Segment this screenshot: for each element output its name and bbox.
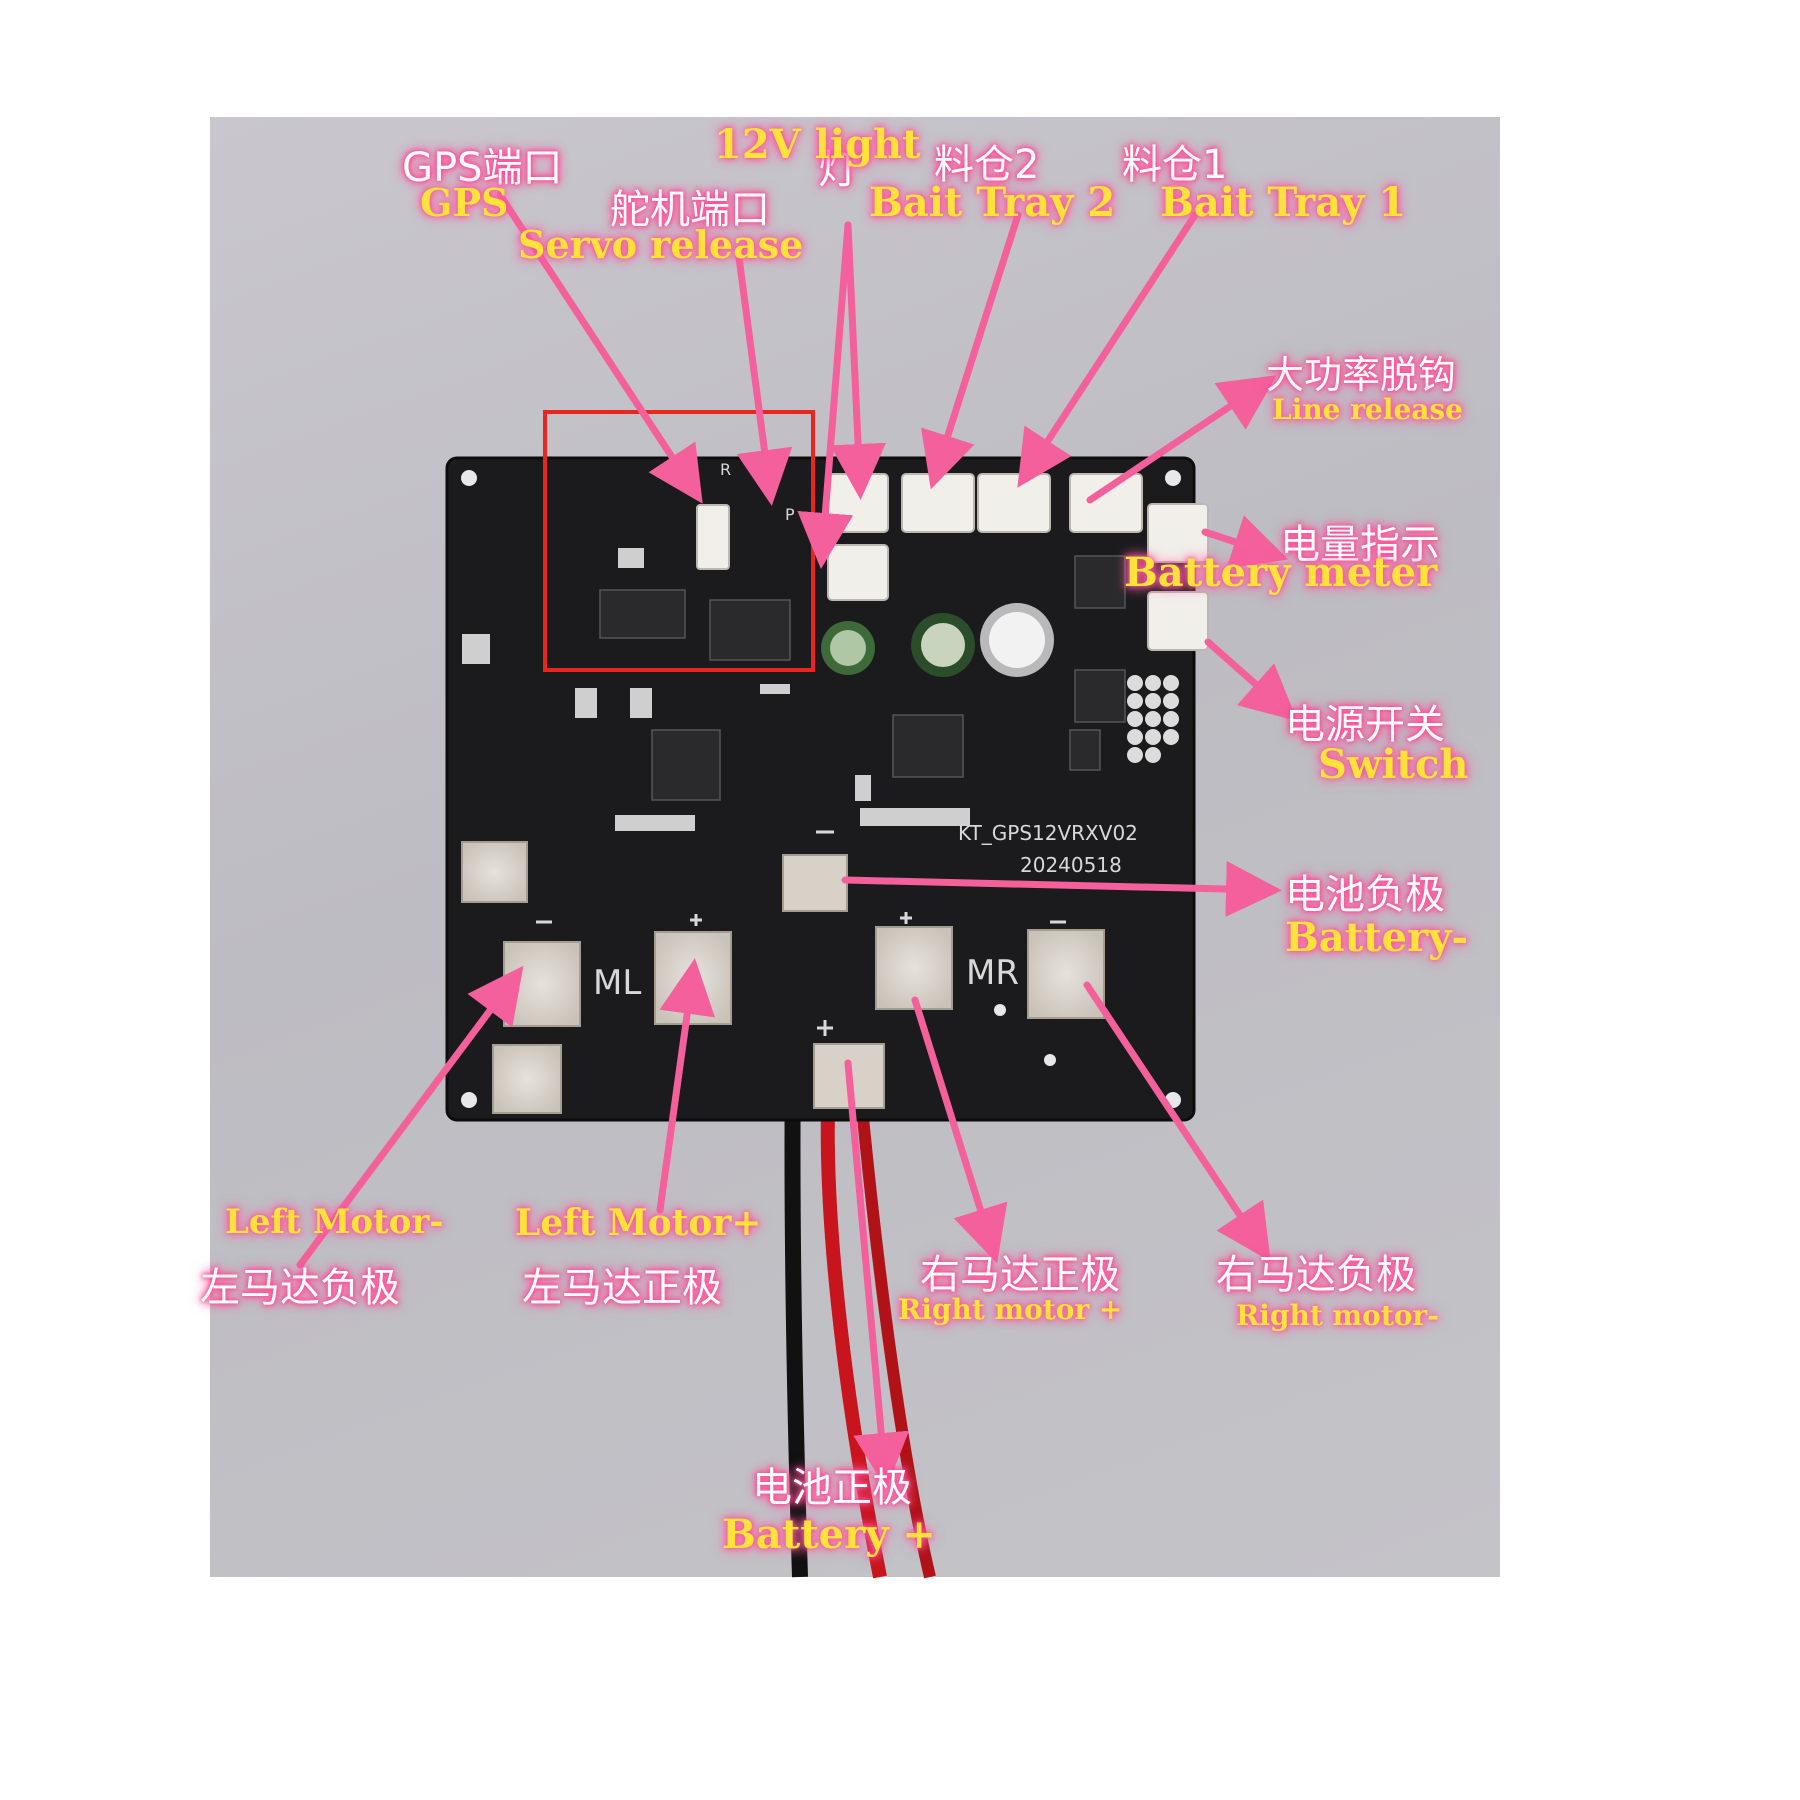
switch-pads bbox=[1127, 675, 1179, 763]
label-bait1-cn: 料仓1 bbox=[1122, 142, 1228, 188]
red-wire bbox=[820, 1064, 887, 1579]
label-gps-en: GPS bbox=[420, 180, 509, 225]
smd-parts bbox=[462, 548, 970, 831]
label-bait1-en: Bait Tray 1 bbox=[1160, 179, 1407, 226]
arrow-battery-neg bbox=[841, 861, 1282, 917]
arrow-left-motor-pos bbox=[656, 958, 715, 1214]
label-switch-cn: 电源开关 bbox=[1285, 702, 1445, 748]
label-right-motor-neg-en: Right motor- bbox=[1236, 1299, 1439, 1332]
label-battery-neg-cn: 电池负极 bbox=[1285, 872, 1445, 918]
arrow-battery-meter bbox=[1201, 515, 1289, 569]
label-bait2-cn: 料仓2 bbox=[934, 142, 1040, 188]
label-right-motor-pos-en: Right motor + bbox=[898, 1293, 1123, 1326]
header-mark: R bbox=[720, 460, 731, 479]
arrow-line-release bbox=[1086, 375, 1277, 504]
label-left-motor-neg-en: Left Motor- bbox=[225, 1202, 444, 1242]
arrow-battery-pos bbox=[844, 1059, 910, 1489]
label-line-release-cn: 大功率脱钩 bbox=[1266, 353, 1457, 397]
mounting-holes bbox=[461, 470, 1181, 1108]
label-light-cn: 灯 bbox=[818, 147, 858, 193]
arrow-bait2 bbox=[921, 211, 1022, 490]
label-servo-en: Servo release bbox=[518, 222, 804, 267]
label-gps-cn: GPS端口 bbox=[402, 145, 563, 191]
label-left-motor-pos-en: Left Motor+ bbox=[515, 1202, 762, 1244]
polarity-marks bbox=[536, 830, 1066, 1036]
arrow-light-1 bbox=[830, 221, 887, 500]
red-wire-2 bbox=[852, 1064, 936, 1579]
capacitors bbox=[821, 603, 1054, 677]
pad-label-mr: MR bbox=[966, 953, 1019, 993]
arrow-left-motor-neg bbox=[296, 965, 524, 1269]
label-left-motor-neg-cn: 左马达负极 bbox=[200, 1265, 400, 1311]
label-battery-meter-en: Battery meter bbox=[1124, 549, 1438, 596]
label-battery-neg-en: Battery- bbox=[1285, 914, 1469, 961]
label-battery-pos-en: Battery + bbox=[722, 1511, 936, 1558]
label-line-release-en: Line release bbox=[1272, 393, 1463, 426]
arrow-right-motor-neg bbox=[1083, 981, 1271, 1262]
arrow-bait1 bbox=[1017, 211, 1199, 488]
pad-label-ml: ML bbox=[593, 963, 641, 1003]
arrow-right-motor-pos bbox=[911, 996, 1008, 1264]
battery-negative-pad bbox=[782, 854, 848, 912]
label-switch-en: Switch bbox=[1318, 741, 1469, 788]
label-left-motor-pos-cn: 左马达正极 bbox=[522, 1265, 722, 1311]
label-light-en: 12V light bbox=[714, 121, 921, 168]
arrow-switch bbox=[1204, 638, 1298, 722]
ic-chips bbox=[599, 555, 1126, 801]
board-model: KT_GPS12VRXV02 bbox=[958, 821, 1138, 845]
arrow-gps bbox=[496, 191, 703, 504]
arrow-light-2 bbox=[797, 221, 854, 569]
label-servo-cn: 舵机端口 bbox=[610, 187, 770, 233]
board-date: 20240518 bbox=[1020, 853, 1122, 877]
arrow-servo bbox=[734, 246, 793, 506]
label-battery-meter-cn: 电量指示 bbox=[1280, 522, 1440, 568]
label-right-motor-neg-cn: 右马达负极 bbox=[1216, 1252, 1416, 1298]
label-battery-pos-cn: 电池正极 bbox=[752, 1465, 912, 1511]
port-mark: P bbox=[785, 505, 795, 524]
label-right-motor-pos-cn: 右马达正极 bbox=[920, 1252, 1120, 1298]
label-bait2-en: Bait Tray 2 bbox=[869, 179, 1116, 226]
